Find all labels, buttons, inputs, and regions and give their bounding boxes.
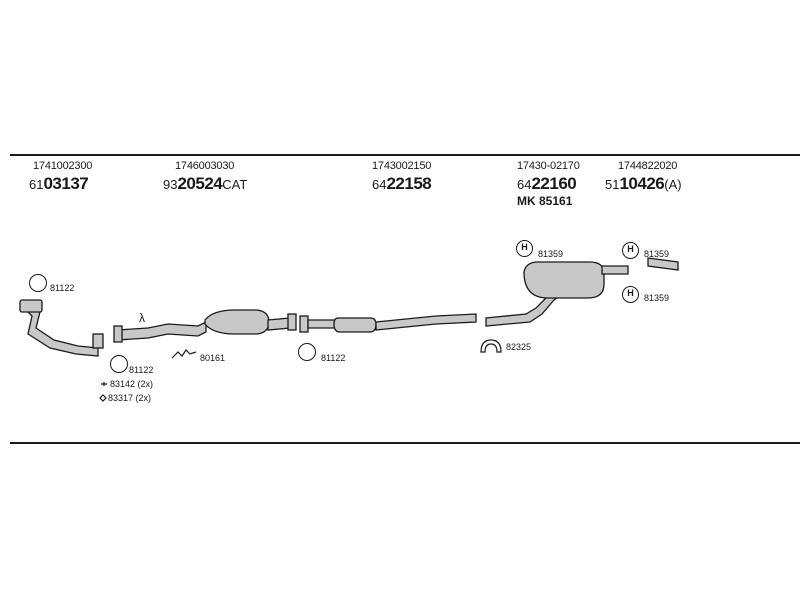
front-flange: [19, 299, 43, 313]
middle-silencer: [333, 317, 377, 333]
cat-outlet-pipe: [267, 317, 291, 331]
hanger-icon-2: H: [622, 242, 639, 259]
catalog-code-5: 5110426(A): [605, 174, 682, 193]
part-number-1: 1741002300: [33, 160, 93, 172]
mk-code: MK 85161: [517, 194, 573, 208]
label-clamp: 82325: [506, 342, 532, 352]
label-nut: 83317 (2x): [108, 393, 152, 403]
cat-outlet-flange: [287, 313, 297, 331]
label-bracket-cat: 80161: [200, 353, 226, 363]
mid-flange: [299, 315, 309, 333]
label-hanger-3: 81359: [644, 293, 670, 303]
seal-ring-icon: [29, 274, 47, 292]
part-number-4: 17430-02170: [517, 160, 580, 172]
top-rule: [10, 154, 800, 156]
nut-shape: [99, 394, 107, 402]
catalog-code-1: 6103137: [29, 174, 89, 193]
label-bolt: 83142 (2x): [110, 379, 154, 389]
catalog-code-2: 9320524CAT: [163, 174, 248, 193]
label-ring-a: 81122: [129, 365, 154, 375]
bracket-shape: [171, 349, 197, 359]
cat-inlet-pipe: [117, 320, 207, 341]
hanger-icon-3: H: [622, 286, 639, 303]
seal-ring-icon-mid: [298, 343, 316, 361]
mid-outlet-pipe: [375, 313, 477, 331]
catalog-code-4: 6422160: [517, 174, 577, 193]
cat-inlet-flange: [113, 325, 123, 343]
label-hanger-2: 81359: [644, 249, 670, 259]
clamp-shape: [480, 339, 502, 353]
tailpipe: [601, 265, 629, 275]
hanger-rubber: [647, 257, 679, 271]
catalog-code-3: 6422158: [372, 174, 432, 193]
bottom-rule: [10, 442, 800, 444]
lambda-sensor-icon: λ: [139, 311, 145, 325]
part-number-3: 1743002150: [372, 160, 432, 172]
label-ring-mid: 81122: [321, 353, 346, 363]
seal-ring-icon-a: [110, 355, 128, 373]
front-pipe-flange: [92, 333, 104, 349]
part-number-5: 1744822020: [618, 160, 678, 172]
hanger-icon-1: H: [516, 240, 533, 257]
catalytic-converter: [204, 309, 270, 335]
part-number-2: 1746003030: [175, 160, 235, 172]
label-hanger-1: 81359: [538, 249, 564, 259]
rear-silencer: [523, 261, 605, 299]
bolt-shape: [101, 382, 107, 386]
label-ring-front: 81122: [50, 283, 75, 293]
